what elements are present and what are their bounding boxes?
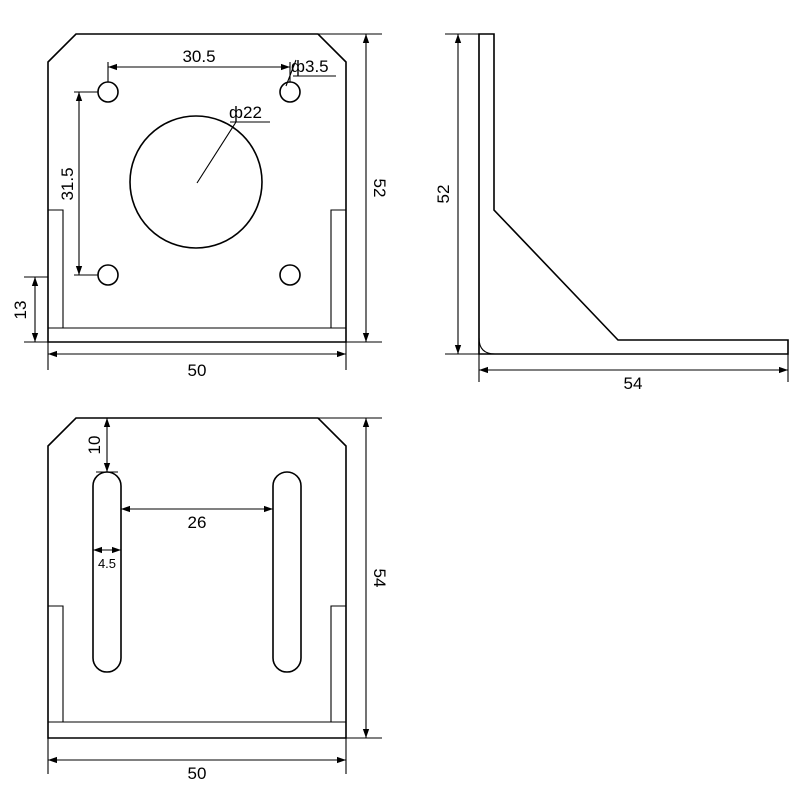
mounting-hole-top-left: [97, 81, 119, 103]
bottom-left-flange: [48, 605, 64, 722]
center-hole-dia-label: ф22: [229, 103, 262, 122]
front-height-label: 52: [370, 179, 389, 198]
bottom-right-flange: [330, 605, 346, 722]
front-left-flange: [48, 209, 64, 328]
front-view: 30.5 31.5 ф3.5 ф22 52 13 50: [11, 33, 389, 380]
side-view: 52 54: [434, 33, 789, 393]
side-height-label: 52: [434, 185, 453, 204]
mounting-hole-top-right: [279, 81, 301, 103]
slot-width-label: 4.5: [98, 556, 116, 571]
bottom-depth-label: 54: [370, 569, 389, 588]
mounting-hole-bottom-left: [97, 264, 119, 286]
front-right-flange: [330, 209, 346, 328]
side-length-label: 54: [624, 374, 643, 393]
center-hole-leader: [196, 121, 237, 184]
top-offset-label: 10: [85, 436, 104, 455]
bottom-width-label: 50: [188, 764, 207, 783]
hole-spacing-h-label: 30.5: [182, 47, 215, 66]
slot-left: [92, 471, 122, 673]
slot-right: [272, 471, 302, 673]
mounting-hole-bottom-right: [279, 264, 301, 286]
hole-spacing-v-label: 31.5: [58, 167, 77, 200]
side-bend-radius: [478, 337, 496, 355]
front-plate-outline: [47, 33, 347, 343]
lip-height-label: 13: [11, 301, 30, 320]
bottom-view: 10 26 4.5 54 50: [47, 417, 389, 783]
small-hole-leader: [285, 59, 297, 87]
small-hole-dia-label: ф3.5: [291, 57, 329, 76]
center-hole: [129, 115, 263, 249]
front-width-label: 50: [188, 361, 207, 380]
slot-spacing-label: 26: [188, 513, 207, 532]
side-profile-outline: [478, 33, 789, 355]
